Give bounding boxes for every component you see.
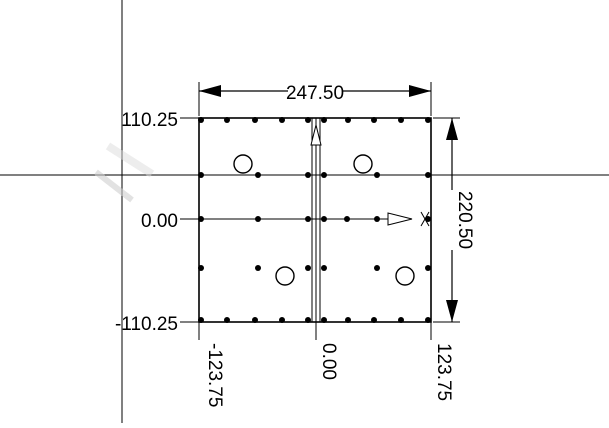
bolt-dot xyxy=(345,317,351,323)
large-hole-bottom-right[interactable] xyxy=(395,266,415,286)
x-mid-coordinate-label: 0.00 xyxy=(318,343,339,380)
x-left-coordinate-label: -123.75 xyxy=(204,343,225,407)
x-axis-arrow xyxy=(387,212,413,226)
bolt-dot xyxy=(305,172,311,178)
bolt-dot xyxy=(425,117,431,123)
bolt-dot xyxy=(425,172,431,178)
bolt-dot xyxy=(255,265,261,271)
bolt-dot xyxy=(198,317,204,323)
bolt-holes xyxy=(198,117,431,323)
bolt-dot xyxy=(374,265,380,271)
bolt-dot xyxy=(224,117,230,123)
center-web-lines xyxy=(311,118,321,322)
bolt-dot xyxy=(305,216,311,222)
blur-artifact xyxy=(94,142,155,203)
y-coordinate-ticks xyxy=(180,117,199,323)
large-hole-top-left[interactable] xyxy=(233,154,253,174)
bolt-dot xyxy=(321,317,327,323)
bolt-dot xyxy=(425,317,431,323)
bolt-dot xyxy=(198,265,204,271)
bolt-dot xyxy=(198,172,204,178)
bolt-dot xyxy=(425,265,431,271)
bolt-dot xyxy=(321,172,327,178)
bolt-dot xyxy=(224,317,230,323)
height-dimension-label: 220.50 xyxy=(454,191,475,249)
bolt-dot xyxy=(255,172,261,178)
width-dimension xyxy=(198,77,432,116)
bolt-dot xyxy=(374,216,380,222)
bolt-dot xyxy=(252,117,258,123)
large-hole-bottom-left[interactable] xyxy=(275,266,295,286)
width-dimension-label: 247.50 xyxy=(286,83,344,104)
y-bottom-coordinate-label: -110.25 xyxy=(115,314,178,335)
bolt-dot xyxy=(371,317,377,323)
bolt-dot xyxy=(321,117,327,123)
bolt-dot xyxy=(321,216,327,222)
bolt-dot xyxy=(279,117,285,123)
y-mid-coordinate-label: 0.00 xyxy=(141,211,178,232)
bolt-dot xyxy=(198,117,204,123)
bolt-dot xyxy=(252,317,258,323)
large-hole-top-right[interactable] xyxy=(353,154,373,174)
x-coordinate-ticks xyxy=(198,322,432,340)
bolt-dot xyxy=(398,117,404,123)
bolt-dot xyxy=(371,117,377,123)
y-axis-arrow xyxy=(310,124,322,146)
height-dimension xyxy=(433,117,464,323)
bolt-dot xyxy=(345,117,351,123)
bolt-dot xyxy=(305,317,311,323)
y-top-coordinate-label: 110.25 xyxy=(121,110,178,131)
bolt-dot xyxy=(305,265,311,271)
bolt-dot xyxy=(425,216,431,222)
bolt-dot xyxy=(198,216,204,222)
x-right-coordinate-label: 123.75 xyxy=(433,343,454,401)
bolt-dot xyxy=(255,216,261,222)
bolt-dot xyxy=(398,317,404,323)
bolt-dot xyxy=(279,317,285,323)
bolt-dot xyxy=(374,172,380,178)
bolt-dot xyxy=(321,265,327,271)
bolt-dot xyxy=(344,216,350,222)
bolt-dot xyxy=(305,117,311,123)
